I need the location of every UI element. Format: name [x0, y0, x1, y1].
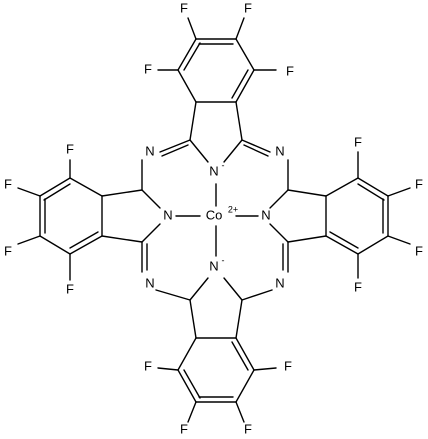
nitrogen-atom: N	[145, 275, 154, 290]
fluorine-atom: F	[354, 134, 362, 149]
cobalt-charge: 2+	[228, 204, 238, 214]
cobalt-atom: Co	[206, 207, 223, 222]
nitrogen-atom: N	[275, 275, 284, 290]
fluorine-atom: F	[415, 243, 423, 258]
anion-charge: -	[222, 160, 225, 170]
top-isoindole-unit	[157, 17, 277, 163]
fluorine-atom: F	[284, 358, 292, 373]
right-isoindole-unit	[269, 151, 411, 279]
left-isoindole-unit	[17, 159, 161, 281]
fluorine-atom: F	[180, 0, 188, 15]
nitrogen-anion-atom: N	[209, 163, 218, 178]
fluorine-atom: F	[286, 63, 294, 78]
nitrogen-atom: N	[145, 143, 154, 158]
fluorine-atom: F	[180, 421, 188, 436]
fluorine-atom: F	[144, 61, 152, 76]
fluorine-atom: F	[244, 421, 252, 436]
anion-charge: -	[222, 255, 225, 265]
fluorine-atom: F	[4, 243, 12, 258]
meso-aza-bridges	[141, 139, 289, 301]
nitrogen-atom: N	[261, 207, 270, 222]
fluorine-atom: F	[354, 279, 362, 294]
bottom-isoindole-unit	[157, 277, 277, 423]
fluorine-atom: F	[4, 176, 12, 191]
nitrogen-atom: N	[163, 207, 172, 222]
nitrogen-atom: N	[275, 143, 284, 158]
cobalt-coordination-bonds	[175, 183, 259, 257]
fluorine-atom: F	[66, 281, 74, 296]
fluorine-atom: F	[144, 358, 152, 373]
fluorine-atom: F	[244, 0, 252, 15]
atom-labels: F F F F F F F F F F F F F F F F N N N N …	[4, 0, 423, 436]
nitrogen-anion-atom: N	[209, 258, 218, 273]
fluorine-atom: F	[415, 176, 423, 191]
fluorine-atom: F	[66, 141, 74, 156]
